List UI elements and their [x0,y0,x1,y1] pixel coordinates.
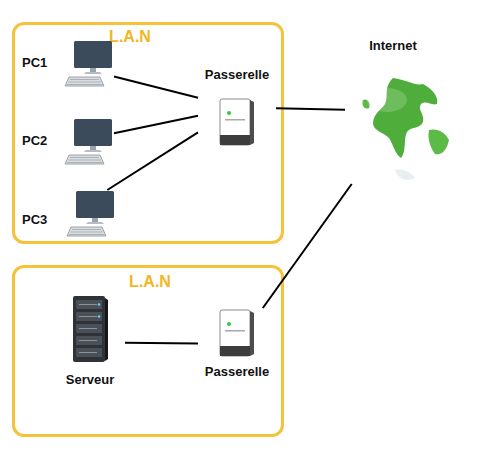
link-line [276,108,345,109]
node-label: PC2 [22,133,62,149]
pc-node: PC3 [22,190,114,240]
link-line [263,184,352,308]
network-link [107,132,198,190]
zone-label: L.A.N [95,272,205,292]
node-label: Serveur [45,372,135,388]
pc-icon [64,118,114,166]
pc-node: PC1 [22,40,114,90]
server-icon [70,295,110,363]
gateway-node: Passerelle [198,65,276,150]
network-link [263,184,352,308]
pc-icon [66,190,116,238]
pc-node: PC2 [22,118,114,168]
link-line [107,132,198,190]
link-line [125,342,198,345]
lan-zone: L.A.N Serveur Passerelle [12,265,284,437]
network-link [114,77,198,98]
node-label: Internet [345,38,441,54]
gateway-node: Passerelle [198,308,276,380]
gateway-icon [217,308,257,358]
node-label: PC3 [22,212,62,228]
node-label: PC1 [22,55,62,71]
server-node: Serveur [55,295,125,390]
gateway-icon [217,97,257,147]
node-label: Passerelle [192,67,282,83]
pc-icon [64,40,114,88]
lan-zone: L.A.N PC1 PC2 [12,22,284,244]
link-line [114,116,198,134]
globe-icon [345,70,461,184]
node-label: Passerelle [192,364,282,380]
network-link [276,108,345,109]
network-link [114,116,198,134]
internet-node: Internet [345,38,463,184]
link-line [114,77,198,98]
network-link [125,342,198,344]
